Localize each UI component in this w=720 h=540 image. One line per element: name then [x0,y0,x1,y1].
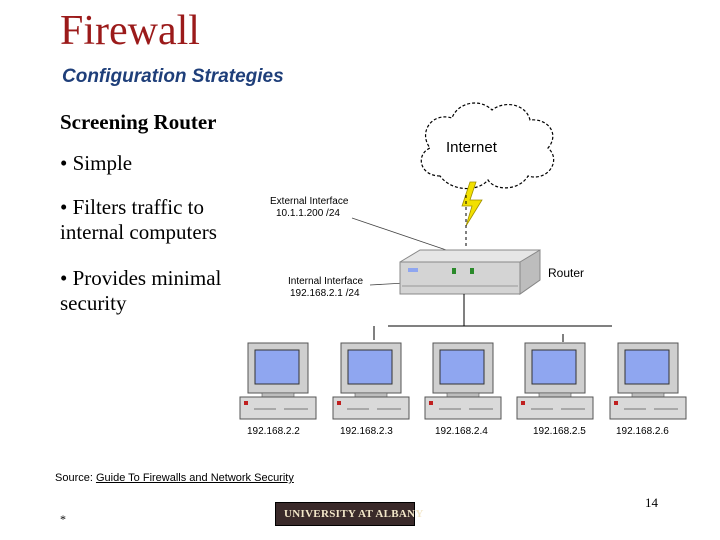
router-label: Router [548,266,584,280]
bullet-minimal-security: • Provides minimal security [60,266,222,316]
internal-interface-pointer [369,282,406,286]
computer-1: 192.168.2.2 [239,342,317,437]
internet-label: Internet [446,139,498,156]
external-interface-ip: 10.1.1.200 /24 [276,208,340,219]
footer-mark: * [60,512,66,526]
external-interface-pointer [351,217,459,255]
source-citation: Source: Guide To Firewalls and Network S… [55,472,294,484]
computer-ip-label: 192.168.2.5 [533,426,586,437]
computer-ip-label: 192.168.2.3 [340,426,393,437]
bullet-simple: • Simple [60,151,133,175]
computer-3: 192.168.2.4 [424,342,502,437]
page-number: 14 [645,495,658,510]
computer-ip-label: 192.168.2.4 [435,426,488,437]
external-interface-label: External Interface [270,196,349,207]
university-logo: UNIVERSITY AT ALBANY [275,502,423,526]
router-device [399,249,541,295]
computer-ip-label: 192.168.2.6 [616,426,669,437]
computer-4: 192.168.2.5 [516,342,594,437]
slide-title: Firewall [60,8,200,54]
slide-subtitle: Configuration Strategies [62,66,284,87]
computer-ip-label: 192.168.2.2 [247,426,300,437]
internal-interface-ip: 192.168.2.1 /24 [290,288,360,299]
computer-2: 192.168.2.3 [332,342,410,437]
source-prefix: Source: [55,472,96,484]
internal-interface-label: Internal Interface [288,276,363,287]
lightning-icon [461,181,483,227]
section-heading: Screening Router [60,110,217,134]
logo-text: UNIVERSITY AT ALBANY [284,508,424,520]
source-reference-link[interactable]: Guide To Firewalls and Network Security [95,472,294,484]
computer-5: 192.168.2.6 [609,342,687,437]
bullet-filters-traffic: • Filters traffic to internal computers [60,195,217,245]
internet-cloud: Internet [420,102,555,190]
